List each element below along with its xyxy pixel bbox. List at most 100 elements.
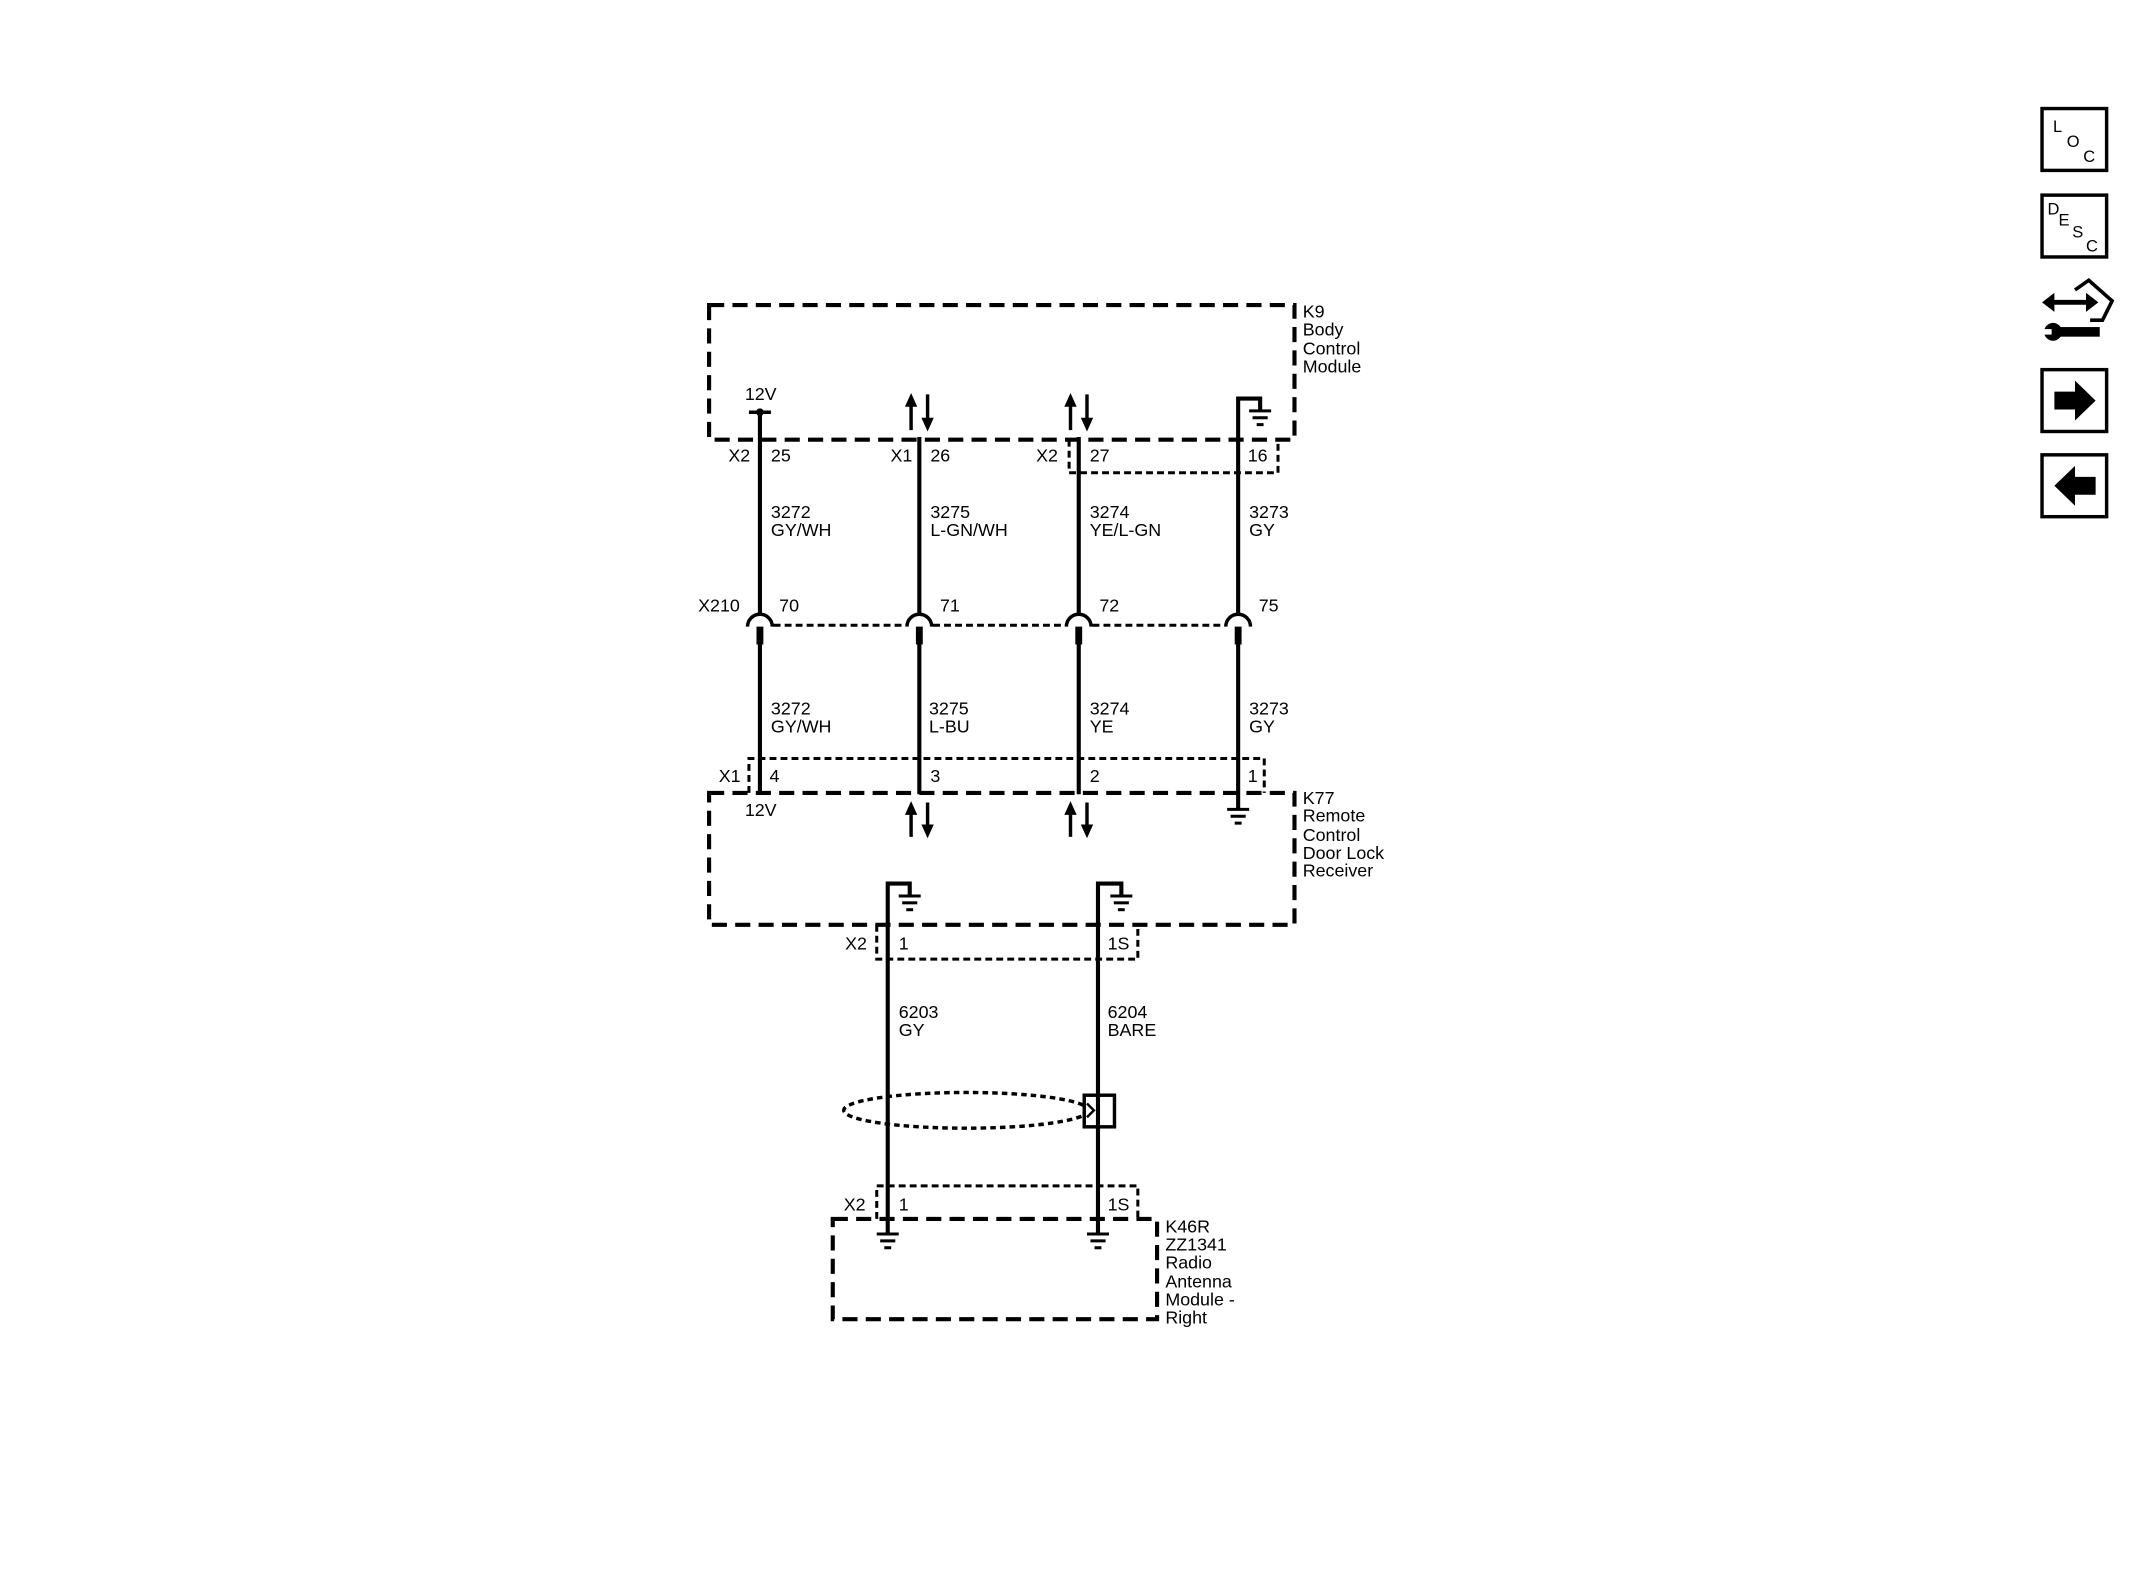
connector-label: X2 (728, 446, 750, 466)
wire-color: GY (1249, 520, 1275, 540)
circuit-number: 6204 (1108, 1002, 1148, 1022)
wire-color: BARE (1108, 1020, 1157, 1040)
inline-connector-terminal (905, 612, 934, 645)
pin-label: 2 (1090, 766, 1100, 786)
module-label-line: K46R (1165, 1217, 1210, 1237)
connector-label: X1 (890, 446, 912, 466)
pin-label: 70 (779, 596, 799, 616)
bidirectional-arrow-icon (904, 393, 934, 432)
cable-shield-ellipse (842, 1090, 1091, 1130)
k9-module-label: K9 Body Control Module (1303, 301, 1362, 376)
wire-6203 (885, 881, 912, 1233)
desc-letter: D (2048, 200, 2060, 218)
pin-label: 71 (940, 596, 960, 616)
ground-icon (1227, 807, 1250, 825)
ground-icon (898, 894, 921, 912)
drain-wire-connection-icon (1082, 1093, 1117, 1129)
module-label-line: Module - (1165, 1289, 1235, 1309)
inline-connector-terminal (1064, 612, 1093, 645)
pin-label: 1S (1108, 1195, 1130, 1215)
module-label-line: Right (1165, 1307, 1207, 1327)
bidirectional-arrow-icon (1064, 801, 1094, 839)
pin-label: 75 (1259, 596, 1279, 616)
k46r-module-label: K46R ZZ1341 Radio Antenna Module - Right (1165, 1217, 1235, 1328)
bidirectional-arrow-icon (1064, 393, 1094, 432)
pin-label: 1 (1248, 766, 1258, 786)
circuit-number: 3273 (1249, 699, 1289, 719)
ground-icon (1086, 1232, 1109, 1250)
pin-label: 3 (930, 766, 940, 786)
ground-icon (1110, 894, 1133, 912)
k46r-module-box (830, 1216, 1160, 1322)
desc-button[interactable]: D E S C (2040, 193, 2109, 259)
connector-label: X2 (845, 934, 867, 954)
inline-connector-terminal (1224, 612, 1253, 645)
pin-label: 1 (899, 934, 909, 954)
previous-page-button[interactable] (2040, 453, 2109, 519)
pin-label: 16 (1248, 446, 1268, 466)
ground-icon (1249, 409, 1272, 427)
wire-color: YE (1090, 716, 1114, 736)
circuit-number: 3274 (1090, 502, 1130, 522)
loc-button[interactable]: L O C (2040, 106, 2109, 173)
pin-label: 72 (1099, 596, 1119, 616)
k77-module-box (707, 790, 1297, 927)
connector-label: X2 (1036, 446, 1058, 466)
module-label-line: Radio (1165, 1252, 1212, 1272)
supply-voltage-label: 12V (745, 800, 777, 820)
wire-3273-upper (1236, 396, 1263, 615)
loc-letter: C (2083, 148, 2095, 166)
circuit-number: 6203 (899, 1002, 939, 1022)
k46r-x2-connector-box (875, 1184, 1140, 1219)
connector-repair-icon[interactable] (2039, 275, 2116, 346)
wire-color: L-GN/WH (930, 520, 1007, 540)
circuit-number: 3274 (1090, 699, 1130, 719)
k77-x1-connector-box (747, 757, 1266, 793)
k9-x2-connector-box (1067, 439, 1280, 475)
circuit-number: 3275 (930, 502, 970, 522)
desc-letter: E (2059, 211, 2070, 229)
next-page-button[interactable] (2040, 367, 2109, 434)
pin-label: 4 (770, 766, 780, 786)
k9-module-box (707, 303, 1297, 442)
wire-color: L-BU (929, 716, 970, 736)
module-label-line: ZZ1341 (1165, 1234, 1227, 1254)
arrow-right-icon (2054, 380, 2096, 421)
inline-connector-label: X210 (698, 596, 740, 616)
k77-module-label: K77 Remote Control Door Lock Receiver (1303, 788, 1384, 881)
pin-label: 27 (1090, 446, 1110, 466)
connector-label: X1 (719, 766, 741, 786)
module-label-line: Control (1303, 825, 1361, 845)
pin-label: 1S (1108, 934, 1130, 954)
wire-color: GY (1249, 716, 1275, 736)
circuit-number: 3272 (771, 502, 811, 522)
module-label-line: Module (1303, 356, 1362, 376)
wire-color: GY (899, 1020, 925, 1040)
k77-x2-connector-box (875, 924, 1140, 961)
wire-color: GY/WH (771, 716, 832, 736)
pin-label: 1 (899, 1195, 909, 1215)
module-label-line: Antenna (1165, 1272, 1232, 1292)
pin-label: 26 (930, 446, 950, 466)
module-label-line: Remote (1303, 806, 1366, 826)
loc-letter: L (2053, 118, 2062, 136)
module-label-line: K9 (1303, 301, 1325, 321)
module-label-line: K77 (1303, 788, 1335, 808)
desc-letter: S (2072, 224, 2083, 242)
pin-label: 25 (771, 446, 791, 466)
inline-connector-terminal (745, 612, 775, 645)
bidirectional-arrow-icon (904, 801, 934, 839)
supply-voltage-label: 12V (745, 384, 777, 404)
wire-color: GY/WH (771, 520, 832, 540)
loc-letter: O (2067, 133, 2080, 151)
module-label-line: Door Lock (1303, 843, 1384, 863)
circuit-number: 3272 (771, 699, 811, 719)
ground-icon (876, 1232, 899, 1250)
circuit-number: 3275 (929, 699, 969, 719)
wire-color: YE/L-GN (1090, 520, 1161, 540)
connector-label: X2 (844, 1195, 866, 1215)
module-label-line: Body (1303, 319, 1344, 339)
wire-6204-upper (1095, 881, 1124, 1096)
desc-letter: C (2086, 237, 2098, 255)
